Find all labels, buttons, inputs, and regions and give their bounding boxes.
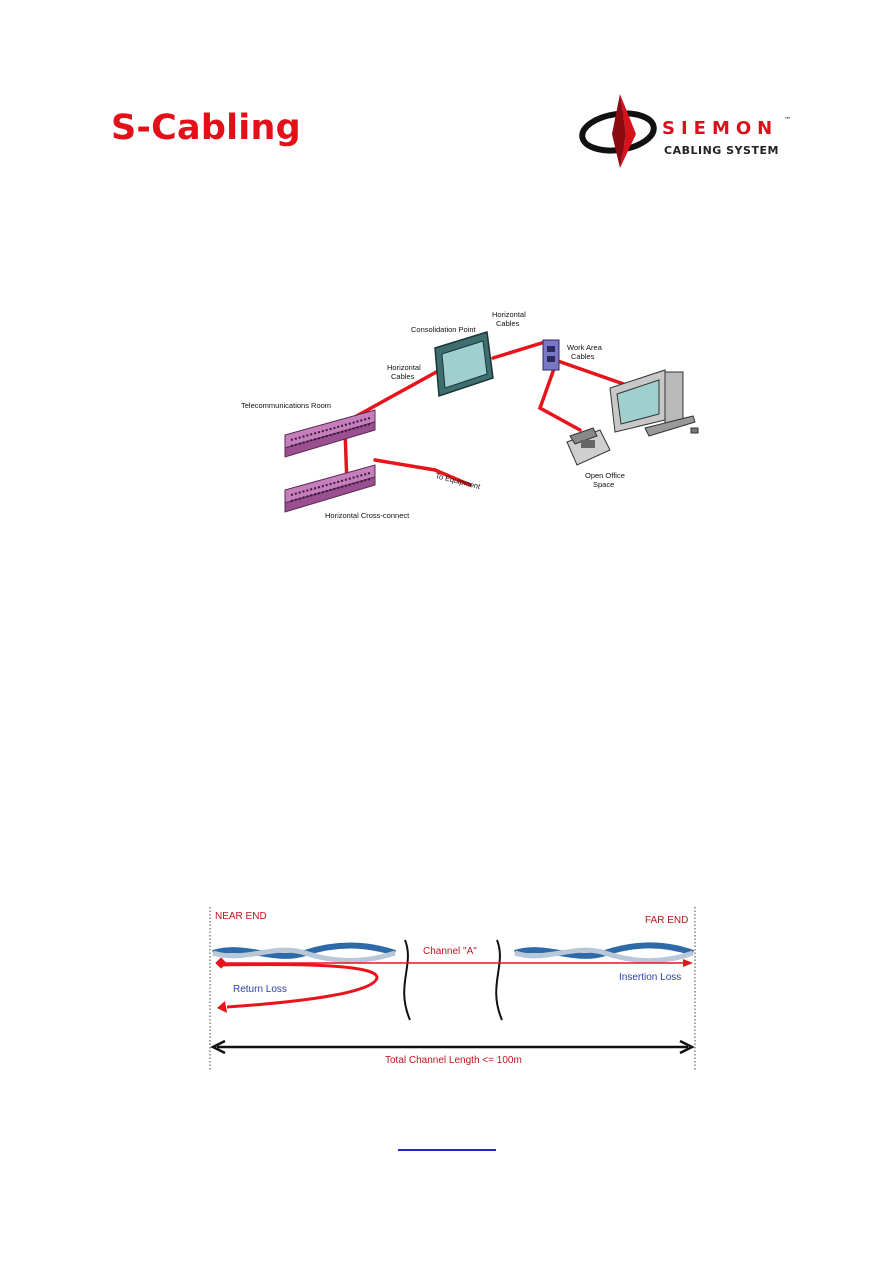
label-far-end: FAR END <box>645 915 688 926</box>
logo-diamond <box>620 94 636 168</box>
cable-lines <box>343 340 637 487</box>
label-horizontal-cables-left-1: Horizontal <box>387 363 421 372</box>
logo-subtitle: CABLING SYSTEM <box>664 144 779 157</box>
label-horizontal-cables-left-2: Cables <box>391 372 415 381</box>
cable-outlet-to-phone <box>537 364 582 432</box>
label-near-end: NEAR END <box>215 911 267 922</box>
cable-outlet-to-computer <box>553 358 637 390</box>
footer-link-underline[interactable] <box>398 1149 496 1151</box>
label-insertion-loss: Insertion Loss <box>619 972 681 983</box>
cable-to-equipment <box>373 458 472 487</box>
label-open-office-1: Open Office <box>585 471 625 480</box>
cable-panel-to-consolidation <box>351 368 442 420</box>
wall-outlet <box>542 339 560 371</box>
total-length-arrow-right <box>679 1039 695 1055</box>
label-work-area-2: Cables <box>571 352 595 361</box>
label-telecom-room: Telecommunications Room <box>241 401 331 410</box>
telephone-icon <box>566 427 611 466</box>
return-loss-arrowhead <box>217 1001 227 1013</box>
patch-panel-top <box>284 409 376 458</box>
label-work-area-1: Work Area <box>567 343 603 352</box>
label-horizontal-cables-right-2: Cables <box>496 319 520 328</box>
logo-brand: SIEMON <box>662 118 778 139</box>
near-end-marker <box>215 957 227 969</box>
patch-panel-bottom <box>284 464 376 513</box>
consolidation-point-box <box>434 331 494 398</box>
siemon-logo: SIEMON ™ CABLING SYSTEM <box>579 94 791 168</box>
channel-diagram: NEAR END FAR END Channel "A" Return Loss… <box>209 907 696 1070</box>
logo-diamond-shade <box>612 94 626 168</box>
total-length-arrow-left <box>210 1039 226 1055</box>
cable-consolidation-to-outlet <box>491 340 547 360</box>
page-title: S-Cabling <box>111 108 301 148</box>
label-return-loss: Return Loss <box>233 984 287 995</box>
label-to-equipment: To Equipment <box>435 471 483 491</box>
horizontal-cabling-diagram: Consolidation Point Horizontal Cables Ho… <box>241 310 699 520</box>
label-total-length: Total Channel Length <= 100m <box>385 1055 522 1066</box>
label-cross-connect: Horizontal Cross-connect <box>325 511 410 520</box>
insertion-loss-arrowhead <box>683 959 693 967</box>
computer-icon <box>609 369 699 437</box>
break-mark-right <box>495 939 503 1021</box>
return-loss-curve <box>222 963 379 1009</box>
break-mark-left <box>403 939 411 1021</box>
twisted-pair-right <box>514 942 695 963</box>
twisted-pair-left <box>212 942 396 963</box>
logo-trademark: ™ <box>784 116 791 124</box>
label-channel: Channel "A" <box>423 946 477 957</box>
label-horizontal-cables-right-1: Horizontal <box>492 310 526 319</box>
label-consolidation-point: Consolidation Point <box>411 325 477 334</box>
label-open-office-2: Space <box>593 480 614 489</box>
